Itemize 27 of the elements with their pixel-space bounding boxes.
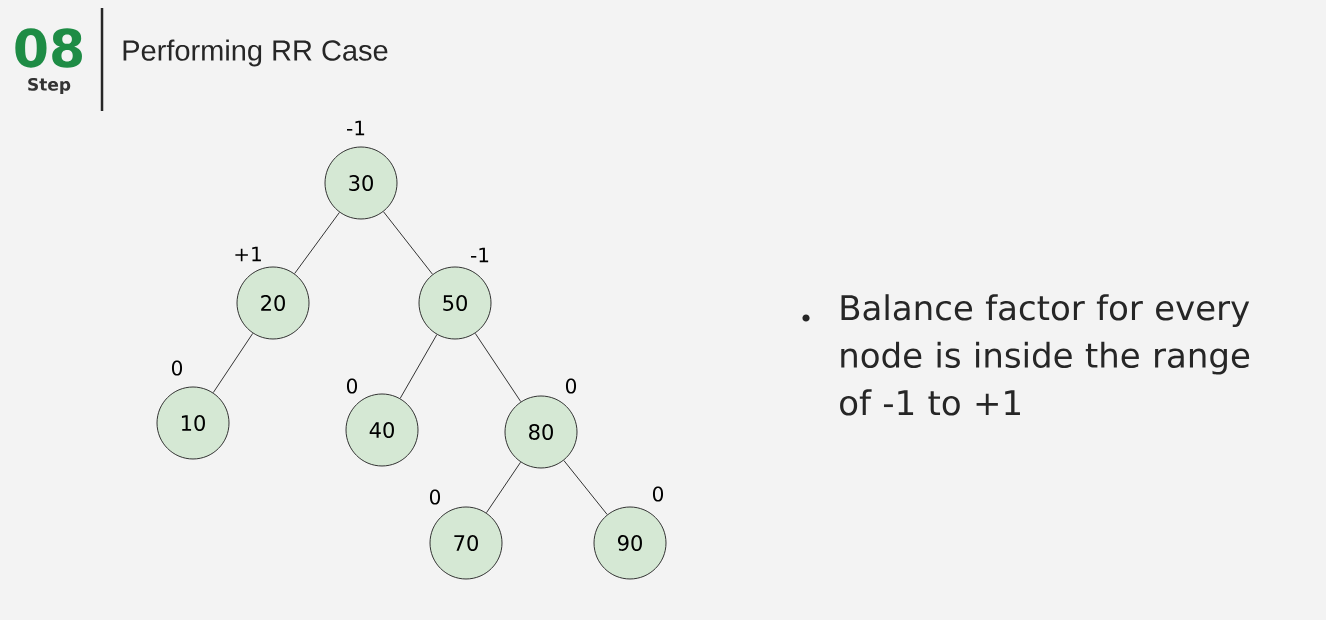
tree-edge — [485, 461, 522, 514]
tree-edge — [563, 459, 608, 515]
tree-node: 70 — [429, 506, 503, 580]
balance-factor: -1 — [471, 247, 489, 263]
balance-factor: 0 — [346, 378, 358, 394]
title: Performing RR Case — [123, 39, 388, 67]
tree-edge — [294, 211, 340, 275]
balance-factor: +1 — [235, 246, 261, 262]
balance-factor: 0 — [171, 360, 183, 376]
bullet-text: Balance factor for every node is inside the range of -1 to +1 — [840, 294, 1250, 416]
tree-edge — [399, 334, 438, 399]
tree-edge — [212, 332, 254, 394]
balance-factor: 0 — [565, 378, 577, 394]
tree-edge — [383, 211, 433, 275]
tree-node: 40 — [345, 393, 419, 467]
tree-edge — [474, 332, 522, 403]
tree-node: 20 — [236, 266, 310, 340]
tree-node: 80 — [504, 395, 578, 469]
tree-node: 50 — [418, 266, 492, 340]
tree-node: 10 — [156, 386, 230, 460]
step-number: 08 — [15, 28, 82, 68]
balance-factor: -1 — [347, 120, 365, 136]
balance-factor: 0 — [652, 486, 664, 502]
balance-factor: 0 — [429, 489, 441, 505]
step-label: Step — [28, 77, 71, 95]
tree-node: 90 — [593, 506, 667, 580]
tree-node: 30 — [324, 146, 398, 220]
